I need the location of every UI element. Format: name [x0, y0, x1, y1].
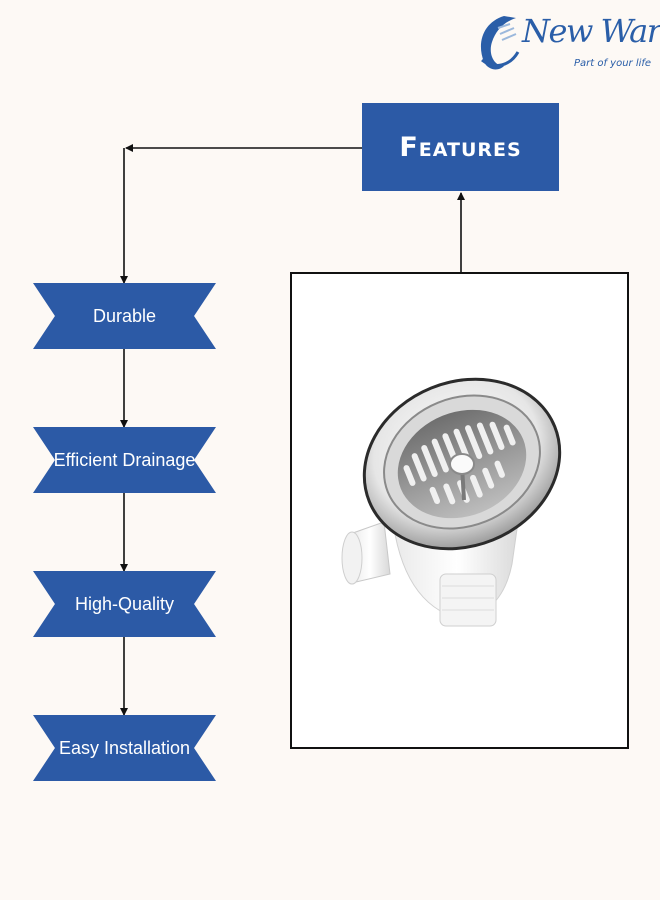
logo-brand-name: New Ware: [522, 12, 660, 50]
logo-tagline: Part of your life: [574, 58, 652, 69]
features-title: Features: [399, 131, 522, 163]
sink-strainer-icon: [341, 377, 562, 627]
droplet-swirl-logo-icon: [480, 16, 520, 70]
feature-ribbon-durable: Durable: [33, 283, 216, 349]
feature-label: Durable: [92, 305, 157, 326]
feature-ribbon-efficient-drainage: Efficient Drainage: [33, 427, 216, 493]
feature-label: Easy Installation: [58, 737, 191, 758]
feature-label: Efficient Drainage: [53, 449, 196, 470]
feature-ribbon-high-quality: High-Quality: [33, 571, 216, 637]
features-header-box: Features: [362, 103, 559, 191]
product-image-frame: [290, 272, 629, 749]
feature-label: High-Quality: [74, 593, 175, 614]
brand-logo: New Ware Part of your life: [474, 8, 660, 76]
feature-ribbon-easy-installation: Easy Installation: [33, 715, 216, 781]
